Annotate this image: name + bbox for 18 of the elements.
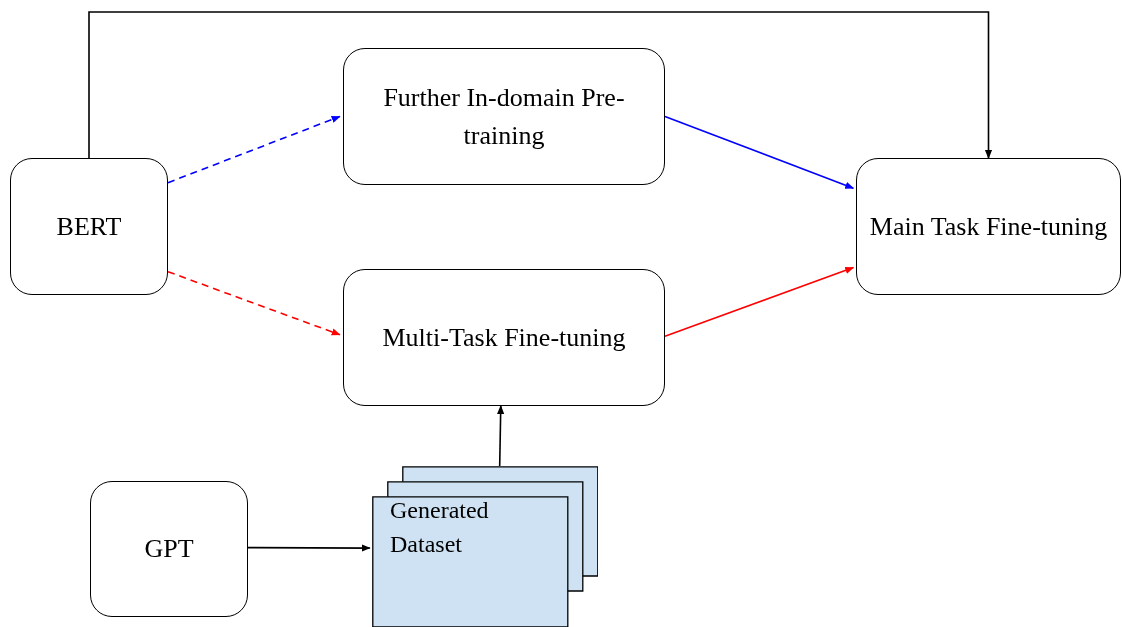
arrow	[167, 115, 341, 184]
arrow	[664, 266, 855, 337]
arrow	[88, 11, 993, 159]
node-label: BERT	[56, 210, 122, 243]
process-box	[343, 48, 665, 185]
arrow	[167, 270, 341, 336]
arrow	[497, 405, 505, 467]
process-box	[343, 269, 665, 406]
process-box	[90, 481, 248, 617]
node-label: Further In-domain Pre-training	[382, 81, 626, 152]
arrow	[247, 544, 371, 552]
node-label: GPT	[144, 533, 194, 566]
node-label: Generated Dataset	[390, 496, 490, 559]
node-label: Multi-Task Fine-tuning	[382, 321, 626, 354]
process-box	[10, 158, 168, 295]
process-box	[856, 158, 1121, 295]
node-label: Main Task Fine-tuning	[869, 210, 1108, 243]
arrow	[664, 115, 855, 189]
